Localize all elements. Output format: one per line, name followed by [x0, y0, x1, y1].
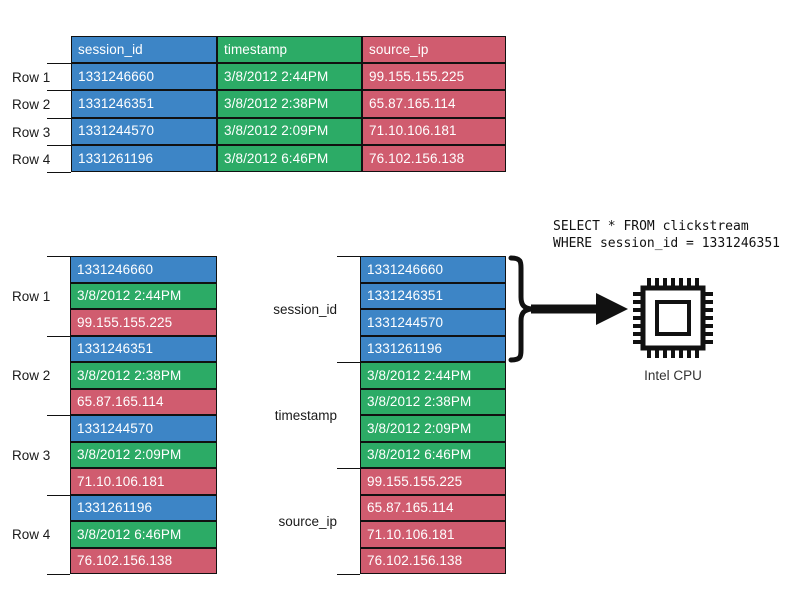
rowstore-cell-r4-blue: 1331261196: [70, 494, 217, 521]
table-row-tick-end: [47, 172, 71, 173]
rowstore-group-tick-3: [47, 415, 70, 416]
rowstore-cell-r4-red: 76.102.156.138: [70, 547, 217, 574]
cpu-body: [640, 285, 706, 351]
colstore-cell-session_id-3: 1331244570: [360, 309, 506, 336]
rowstore-cell-r1-green: 3/8/2012 2:44PM: [70, 282, 217, 309]
table-row-tick-4: [47, 145, 71, 146]
table-row-label-1: Row 1: [12, 70, 51, 86]
table-cell-source_ip-2: 65.87.165.114: [362, 90, 506, 118]
rowstore-cell-r3-green: 3/8/2012 2:09PM: [70, 441, 217, 468]
colstore-group-tick-end: [337, 574, 360, 575]
colstore-cell-session_id-1: 1331246660: [360, 256, 506, 283]
cpu-chip-icon: [627, 272, 719, 364]
colstore-cell-source_ip-4: 76.102.156.138: [360, 547, 506, 574]
rowstore-group-tick-4: [47, 495, 70, 496]
table-cell-source_ip-3: 71.10.106.181: [362, 117, 506, 145]
curly-brace-right-icon: [508, 255, 534, 363]
cpu-die: [655, 300, 691, 336]
colstore-group-tick-1: [337, 256, 360, 257]
cpu-pins-right: [701, 292, 713, 344]
arrow-head-icon: [596, 293, 628, 325]
rowstore-group-label-3: Row 3: [12, 447, 51, 463]
cpu-label: Intel CPU: [644, 368, 702, 383]
rowstore-group-label-4: Row 4: [12, 527, 51, 543]
table-header-timestamp: timestamp: [217, 36, 362, 64]
rowstore-group-label-2: Row 2: [12, 368, 51, 384]
rowstore-group-tick-end: [47, 574, 70, 575]
colstore-cell-timestamp-3: 3/8/2012 2:09PM: [360, 415, 506, 442]
colstore-group-label-source_ip: source_ip: [278, 514, 337, 529]
rowstore-cell-r1-red: 99.155.155.225: [70, 309, 217, 336]
rowstore-cell-r3-blue: 1331244570: [70, 415, 217, 442]
table-header-source_ip: source_ip: [362, 36, 506, 64]
rowstore-cell-r2-green: 3/8/2012 2:38PM: [70, 362, 217, 389]
rowstore-cell-r2-blue: 1331246351: [70, 335, 217, 362]
cpu-chip-svg: [633, 278, 713, 358]
colstore-group-label-session_id: session_id: [273, 302, 337, 317]
colstore-cell-source_ip-3: 71.10.106.181: [360, 521, 506, 548]
sql-line-2: WHERE session_id = 1331246351: [553, 236, 780, 251]
table-row-label-3: Row 3: [12, 124, 51, 140]
colstore-cell-session_id-4: 1331261196: [360, 335, 506, 362]
table-row-tick-2: [47, 90, 71, 91]
table-cell-timestamp-3: 3/8/2012 2:09PM: [217, 117, 362, 145]
sql-line-1: SELECT * FROM clickstream: [553, 219, 749, 234]
table-cell-session_id-2: 1331246351: [71, 90, 217, 118]
cpu-pins-left: [633, 292, 645, 344]
colstore-group-tick-2: [337, 362, 360, 363]
colstore-cell-timestamp-1: 3/8/2012 2:44PM: [360, 362, 506, 389]
table-cell-timestamp-1: 3/8/2012 2:44PM: [217, 63, 362, 91]
rowstore-group-tick-1: [47, 256, 70, 257]
table-cell-source_ip-1: 99.155.155.225: [362, 63, 506, 91]
colstore-cell-timestamp-2: 3/8/2012 2:38PM: [360, 388, 506, 415]
rowstore-cell-r1-blue: 1331246660: [70, 256, 217, 283]
colstore-group-tick-3: [337, 468, 360, 469]
colstore-group-label-timestamp: timestamp: [274, 408, 337, 423]
cpu-pins-top: [647, 278, 699, 290]
rowstore-cell-r3-red: 71.10.106.181: [70, 468, 217, 495]
table-cell-timestamp-2: 3/8/2012 2:38PM: [217, 90, 362, 118]
rowstore-cell-r4-green: 3/8/2012 6:46PM: [70, 521, 217, 548]
table-row-label-2: Row 2: [12, 97, 51, 113]
colstore-cell-session_id-2: 1331246351: [360, 282, 506, 309]
table-header-session_id: session_id: [71, 36, 217, 64]
table-cell-source_ip-4: 76.102.156.138: [362, 144, 506, 172]
table-cell-session_id-3: 1331244570: [71, 117, 217, 145]
rowstore-cell-r2-red: 65.87.165.114: [70, 388, 217, 415]
colstore-cell-source_ip-1: 99.155.155.225: [360, 468, 506, 495]
colstore-cell-source_ip-2: 65.87.165.114: [360, 494, 506, 521]
table-cell-session_id-1: 1331246660: [71, 63, 217, 91]
table-row-tick-1: [47, 63, 71, 64]
table-cell-timestamp-4: 3/8/2012 6:46PM: [217, 144, 362, 172]
table-cell-session_id-4: 1331261196: [71, 144, 217, 172]
rowstore-group-tick-2: [47, 336, 70, 337]
table-row-label-4: Row 4: [12, 151, 51, 167]
cpu-pins-bottom: [647, 346, 699, 358]
colstore-cell-timestamp-4: 3/8/2012 6:46PM: [360, 441, 506, 468]
rowstore-group-label-1: Row 1: [12, 288, 51, 304]
table-row-tick-3: [47, 118, 71, 119]
